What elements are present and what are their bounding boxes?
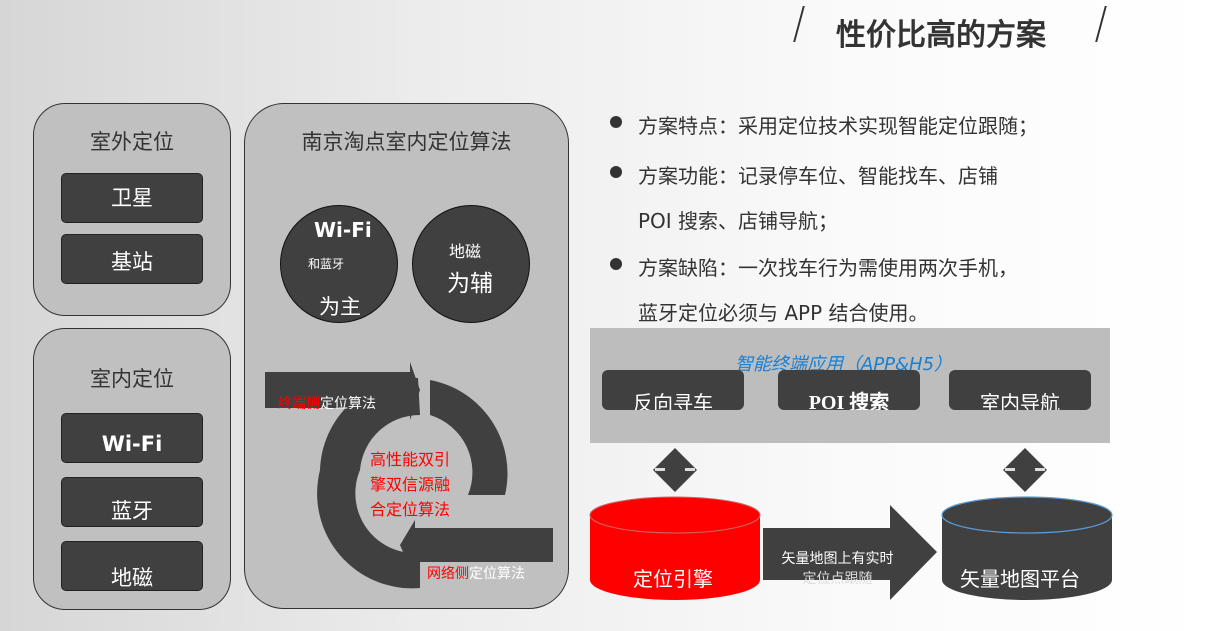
map-platform-label: 矢量地图平台 [960, 567, 1080, 591]
outdoor-item-satellite: 卫星 [61, 173, 203, 223]
fusion-center-text: 高性能双引 擎双信源融 合定位算法 [362, 447, 458, 522]
indoor-positioning-panel: 室内定位 Wi-Fi 蓝牙 地磁 [33, 328, 231, 610]
caption-line: 定位点跟随 [802, 571, 873, 587]
algorithm-panel: 南京淘点室内定位算法 [244, 103, 569, 609]
indoor-title: 室内定位 [90, 367, 174, 391]
bullet-text: 蓝牙定位必须与 APP 结合使用。 [638, 301, 929, 325]
center-line: 擎双信源融 [369, 475, 450, 494]
label-white: 定位算法 [320, 396, 376, 412]
fusion-cycle-diagram [265, 362, 553, 589]
bullet-dot-icon [610, 116, 622, 128]
bullet-text: POI 搜索、店铺导航； [638, 209, 839, 233]
algorithm-title: 南京淘点室内定位算法 [301, 130, 512, 154]
center-line: 高性能双引 [369, 450, 450, 469]
outdoor-title: 室外定位 [90, 130, 174, 154]
bullet-dot-icon [610, 258, 622, 270]
circle-text: 和蓝牙 [308, 257, 345, 271]
page-title: 性价比高的方案 [836, 18, 1046, 53]
app-layer-title: 智能终端应用（APP&H5） [735, 354, 953, 375]
bottom-diagram [589, 448, 1113, 600]
map-platform-cylinder [941, 496, 1113, 600]
ring [430, 380, 508, 495]
network-side-label: 网络侧定位算法 [427, 563, 525, 583]
title-slash-left [793, 6, 805, 42]
circle-text: 地磁 [449, 242, 482, 261]
poi-search-button: POI 搜索 [778, 370, 920, 410]
data-flow-arrow [763, 505, 937, 600]
wifi-bluetooth-main-circle: Wi-Fi 和蓝牙 为主 [280, 205, 398, 323]
indoor-item-wifi: Wi-Fi [61, 413, 203, 463]
geomagnetic-aux-circle: 地磁 为辅 [412, 205, 530, 323]
arrow-caption: 矢量地图上有实时 定位点跟随 [770, 549, 905, 589]
outdoor-item-base-station: 基站 [61, 234, 203, 284]
network-arrow [400, 520, 553, 580]
bullet-text: 方案功能：记录停车位、智能找车、店铺 [638, 164, 998, 188]
outdoor-positioning-panel: 室外定位 卫星 基站 [33, 103, 231, 316]
bidirectional-arrow-right-icon [1003, 448, 1047, 492]
label-red: 终端侧 [278, 396, 320, 412]
caption-line: 矢量地图上有实时 [781, 551, 894, 567]
indoor-item-geomagnetic: 地磁 [61, 541, 203, 591]
ring [317, 377, 420, 589]
bullet-text: 方案缺陷：一次找车行为需使用两次手机， [638, 256, 1018, 280]
label-red: 网络侧 [427, 566, 469, 582]
bidirectional-arrow-left-icon [653, 448, 697, 492]
circle-text: 为辅 [447, 271, 493, 297]
bullet-text: 方案特点：采用定位技术实现智能定位跟随； [638, 114, 1038, 138]
center-line: 合定位算法 [369, 500, 450, 519]
circle-text: 为主 [319, 295, 361, 319]
indoor-navigation-button: 室内导航 [949, 370, 1091, 410]
terminal-side-label: 终端侧定位算法 [278, 393, 376, 413]
engine-label: 定位引擎 [633, 567, 713, 591]
engine-cylinder [589, 496, 761, 600]
circle-text: Wi-Fi [314, 218, 372, 242]
label-white: 定位算法 [469, 566, 525, 582]
bullet-dot-icon [610, 166, 622, 178]
indoor-item-bluetooth: 蓝牙 [61, 477, 203, 527]
terminal-arrow [265, 362, 420, 420]
reverse-car-finding-button: 反向寻车 [602, 370, 744, 410]
title-slash-right [1095, 6, 1107, 42]
